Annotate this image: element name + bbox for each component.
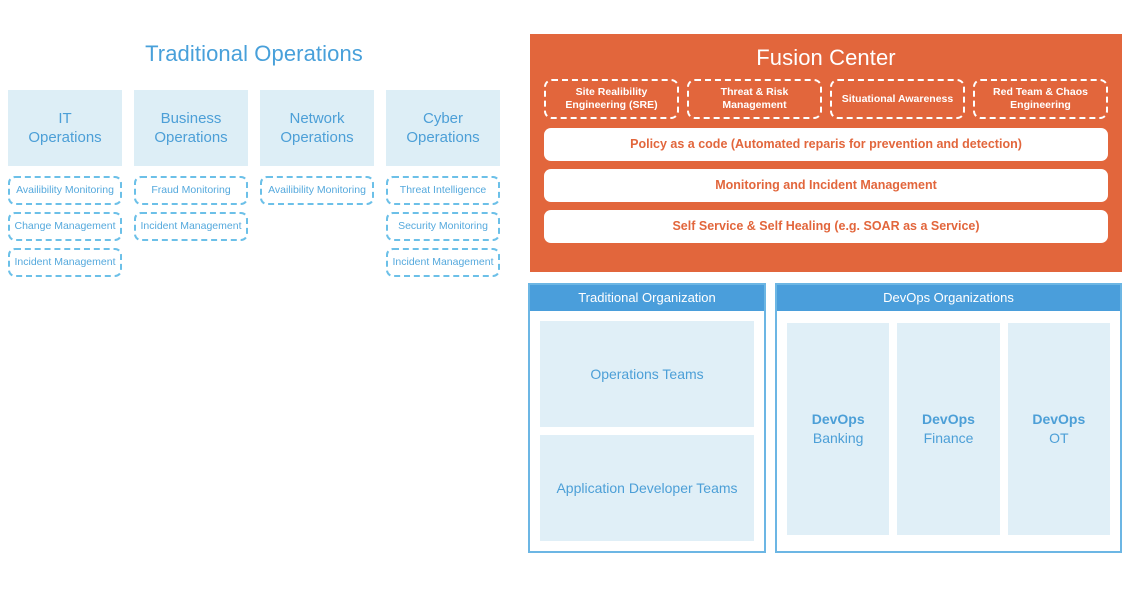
column-header-business[interactable]: Business Operations (134, 90, 248, 166)
capability-chip[interactable]: Security Monitoring (386, 212, 500, 241)
capability-chip[interactable]: Incident Management (386, 248, 500, 277)
capability-chip[interactable]: Change Management (8, 212, 122, 241)
devops-organizations-title: DevOps Organizations (777, 285, 1120, 311)
fusion-bar-self-service-healing[interactable]: Self Service & Self Healing (e.g. SOAR a… (544, 210, 1108, 243)
traditional-operations-columns: IT Operations Availibility Monitoring Ch… (8, 90, 500, 284)
column-header-line2: Operations (406, 129, 480, 146)
fusion-pillar-red-team-chaos[interactable]: Red Team & Chaos Engineering (973, 79, 1108, 119)
column-items-cyber: Threat Intelligence Security Monitoring … (386, 176, 500, 277)
column-header-line2: Operations (28, 129, 102, 146)
capability-chip[interactable]: Availibility Monitoring (260, 176, 374, 205)
capability-chip[interactable]: Incident Management (134, 212, 248, 241)
column-header-it[interactable]: IT Operations (8, 90, 122, 166)
traditional-organization-panel: Traditional Organization Operations Team… (528, 283, 766, 553)
column-items-it: Availibility Monitoring Change Managemen… (8, 176, 122, 277)
fusion-pillar-sre[interactable]: Site Realibility Engineering (SRE) (544, 79, 679, 119)
devops-label-line1: DevOps (922, 411, 975, 427)
column-header-cyber[interactable]: Cyber Operations (386, 90, 500, 166)
devops-label-line1: DevOps (1032, 411, 1086, 427)
fusion-pillar-situational-awareness[interactable]: Situational Awareness (830, 79, 965, 119)
operations-column-cyber: Cyber Operations Threat Intelligence Sec… (386, 90, 500, 284)
column-header-line1: Cyber (422, 110, 463, 127)
fusion-bar-monitoring-incident[interactable]: Monitoring and Incident Management (544, 169, 1108, 202)
fusion-pillar-threat-risk[interactable]: Threat & Risk Management (687, 79, 822, 119)
operations-column-it: IT Operations Availibility Monitoring Ch… (8, 90, 122, 284)
traditional-operations-title: Traditional Operations (145, 41, 363, 66)
column-header-line1: Network (289, 110, 345, 127)
operations-column-business: Business Operations Fraud Monitoring Inc… (134, 90, 248, 284)
traditional-organization-body: Operations Teams Application Developer T… (530, 311, 764, 551)
devops-label-line1: DevOps (811, 411, 865, 427)
column-items-business: Fraud Monitoring Incident Management (134, 176, 248, 241)
capability-chip[interactable]: Threat Intelligence (386, 176, 500, 205)
devops-label-line2: Finance (923, 430, 974, 446)
traditional-operations-section: Traditional Operations IT Operations Ava… (8, 40, 500, 284)
operations-column-network: Network Operations Availibility Monitori… (260, 90, 374, 284)
team-box-operations[interactable]: Operations Teams (540, 321, 754, 427)
devops-label-line2: Banking (812, 430, 864, 446)
fusion-center-panel: Fusion Center Site Realibility Engineeri… (530, 34, 1122, 272)
team-box-application-developer[interactable]: Application Developer Teams (540, 435, 754, 541)
capability-chip[interactable]: Availibility Monitoring (8, 176, 122, 205)
capability-chip[interactable]: Incident Management (8, 248, 122, 277)
devops-label-line2: OT (1049, 430, 1069, 446)
column-header-line1: Business (160, 110, 222, 127)
fusion-center-pillars: Site Realibility Engineering (SRE) Threa… (544, 79, 1108, 119)
capability-chip[interactable]: Fraud Monitoring (134, 176, 248, 205)
column-items-network: Availibility Monitoring (260, 176, 374, 205)
fusion-bar-policy-as-code[interactable]: Policy as a code (Automated reparis for … (544, 128, 1108, 161)
fusion-center-bars: Policy as a code (Automated reparis for … (544, 128, 1108, 243)
column-header-line2: Operations (280, 129, 354, 146)
fusion-center-title: Fusion Center (756, 45, 896, 70)
column-header-line2: Operations (154, 129, 228, 146)
column-header-network[interactable]: Network Operations (260, 90, 374, 166)
traditional-organization-title: Traditional Organization (530, 285, 764, 311)
column-header-line1: IT (58, 110, 72, 127)
